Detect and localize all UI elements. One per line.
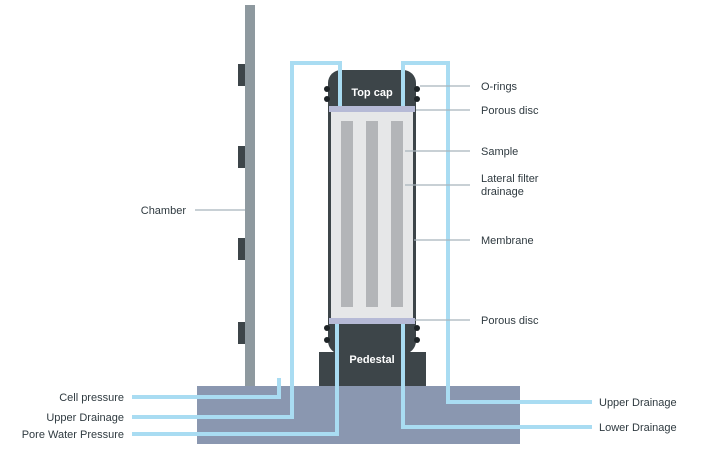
lower-drainage-label: Lower Drainage (599, 422, 677, 434)
lateral-filter-strip (341, 121, 353, 307)
o-ring (414, 337, 420, 343)
porous-disc-top-label: Porous disc (481, 105, 539, 117)
pipe-lower-drainage (401, 324, 592, 429)
lateral-filter-strip (366, 121, 378, 307)
o-ring (324, 96, 330, 102)
chamber-clamp (238, 146, 245, 168)
pipe-cell-pressure (132, 378, 281, 399)
porous-disc-bottom (329, 318, 415, 324)
sample-label: Sample (481, 146, 518, 158)
upper-drainage-right-label: Upper Drainage (599, 397, 677, 409)
pore-water-pressure-label: Pore Water Pressure (22, 429, 124, 441)
upper-drainage-left-label: Upper Drainage (46, 412, 124, 424)
pipe-upper-drainage-left (132, 61, 342, 419)
porous-disc-bottom-label: Porous disc (481, 315, 539, 327)
o-rings-label: O-rings (481, 81, 518, 93)
o-ring (414, 325, 420, 331)
chamber-wall (245, 5, 255, 386)
o-ring (324, 86, 330, 92)
pedestal-label: Pedestal (349, 354, 394, 366)
o-ring (324, 325, 330, 331)
lateral-filter-label-line2: drainage (481, 186, 524, 198)
lateral-filter-strip (391, 121, 403, 307)
pipe-pore-water-pressure (132, 324, 339, 436)
membrane-label: Membrane (481, 235, 534, 247)
cell-pressure-label: Cell pressure (59, 392, 124, 404)
porous-disc-top (329, 106, 415, 112)
o-ring (414, 86, 420, 92)
lateral-filter-label-line1: Lateral filter (481, 173, 539, 185)
o-ring (324, 337, 330, 343)
chamber-clamp (238, 64, 245, 86)
top-cap-label: Top cap (351, 87, 393, 99)
chamber-clamp (238, 322, 245, 344)
chamber-label: Chamber (141, 205, 187, 217)
pipe-upper-drainage-right (401, 61, 592, 404)
chamber-clamp (238, 238, 245, 260)
o-ring (414, 96, 420, 102)
